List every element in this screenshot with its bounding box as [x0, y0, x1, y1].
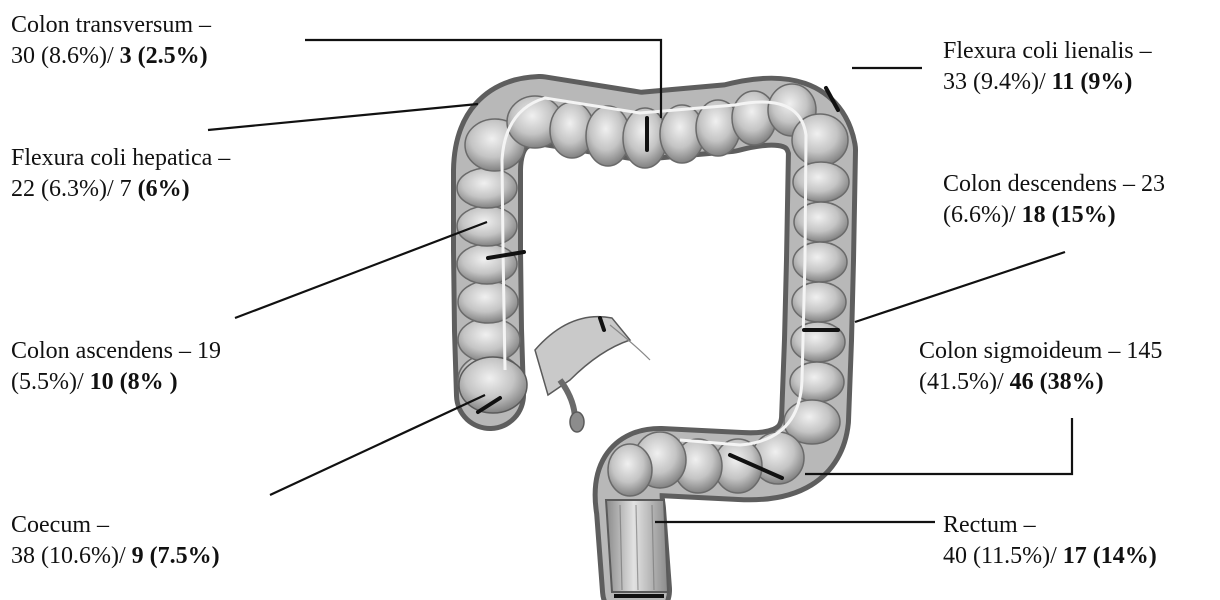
label-colon-transversum-stats: 30 (8.6%)/ 3 (2.5%) — [11, 41, 211, 72]
leader-colon-ascendens — [235, 222, 487, 318]
leader-coecum — [270, 395, 485, 495]
label-colon-descendens-stats: (6.6%)/ 18 (15%) — [943, 200, 1165, 231]
label-flexura-lienalis-name: Flexura coli lienalis – — [943, 36, 1152, 67]
label-flexura-lienalis-stats: 33 (9.4%)/ 11 (9%) — [943, 67, 1152, 98]
leader-flexura-hepatica — [208, 104, 478, 130]
label-colon-sigmoideum-name: Colon sigmoideum – 145 — [919, 336, 1162, 367]
label-flexura-lienalis: Flexura coli lienalis – 33 (9.4%)/ 11 (9… — [943, 36, 1152, 98]
label-flexura-hepatica-stats: 22 (6.3%)/ 7 (6%) — [11, 174, 230, 205]
label-flexura-hepatica-name: Flexura coli hepatica – — [11, 143, 230, 174]
label-coecum-name: Coecum – — [11, 510, 220, 541]
label-colon-ascendens-name: Colon ascendens – 19 — [11, 336, 221, 367]
rectum-shape — [606, 500, 668, 596]
label-colon-ascendens: Colon ascendens – 19 (5.5%)/ 10 (8% ) — [11, 336, 221, 398]
label-rectum-name: Rectum – — [943, 510, 1157, 541]
label-coecum: Coecum – 38 (10.6%)/ 9 (7.5%) — [11, 510, 220, 572]
label-colon-ascendens-stats: (5.5%)/ 10 (8% ) — [11, 367, 221, 398]
label-flexura-hepatica: Flexura coli hepatica – 22 (6.3%)/ 7 (6%… — [11, 143, 230, 205]
label-colon-descendens-name: Colon descendens – 23 — [943, 169, 1165, 200]
label-colon-descendens: Colon descendens – 23 (6.6%)/ 18 (15%) — [943, 169, 1165, 231]
label-colon-sigmoideum: Colon sigmoideum – 145 (41.5%)/ 46 (38%) — [919, 336, 1162, 398]
label-rectum: Rectum – 40 (11.5%)/ 17 (14%) — [943, 510, 1157, 572]
leader-colon-descendens — [855, 252, 1065, 322]
label-colon-transversum: Colon transversum – 30 (8.6%)/ 3 (2.5%) — [11, 10, 211, 72]
label-colon-transversum-name: Colon transversum – — [11, 10, 211, 41]
label-colon-sigmoideum-stats: (41.5%)/ 46 (38%) — [919, 367, 1162, 398]
label-rectum-stats: 40 (11.5%)/ 17 (14%) — [943, 541, 1157, 572]
label-coecum-stats: 38 (10.6%)/ 9 (7.5%) — [11, 541, 220, 572]
